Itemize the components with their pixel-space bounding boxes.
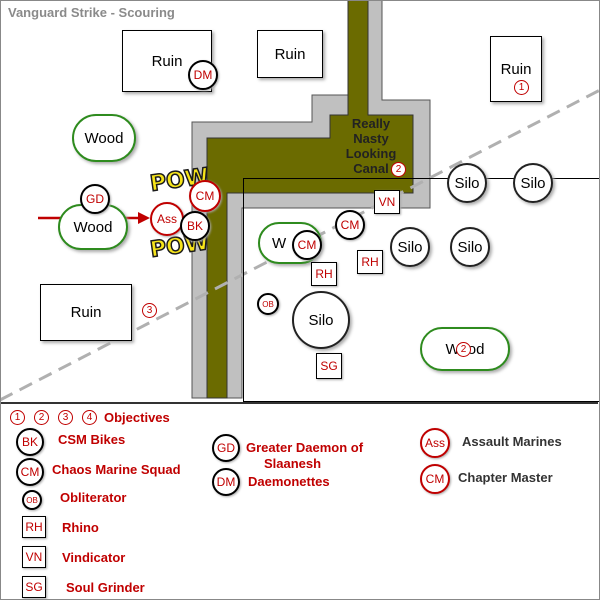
legend-dm-label: Daemonettes	[248, 474, 330, 489]
legend-dm-icon: DM	[212, 468, 240, 496]
silo-label: Silo	[520, 174, 546, 192]
legend-rh-icon: RH	[22, 516, 46, 538]
legend-gd-icon: GD	[212, 434, 240, 462]
silo-big: Silo	[292, 291, 350, 349]
silo-label: Silo	[397, 238, 423, 256]
legend-cm2-label: Chapter Master	[458, 470, 553, 485]
ruin-label: Ruin	[274, 45, 306, 63]
ruin-label: Ruin	[70, 304, 102, 321]
canal-water	[206, 0, 414, 399]
canal-border	[191, 0, 431, 399]
objective-2-canal: 2	[391, 162, 406, 177]
objective-3: 3	[142, 303, 157, 318]
unit-vn: VN	[374, 190, 400, 214]
unit-ob: OB	[257, 293, 279, 315]
unit-ass: Ass	[150, 202, 184, 236]
unit-rh-2: RH	[357, 250, 383, 274]
ruin-top-middle: Ruin	[257, 30, 323, 78]
canal-line: Really	[351, 116, 391, 131]
ruin-label: Ruin	[151, 52, 183, 70]
legend-objectives-label: Objectives	[104, 410, 170, 425]
canal-line: Looking	[345, 146, 397, 161]
legend-cm-icon: CM	[16, 458, 44, 486]
silo-label: Silo	[454, 174, 480, 192]
unit-cm-2: CM	[292, 230, 322, 260]
legend-rh-label: Rhino	[62, 520, 99, 535]
legend-ass-icon: Ass	[420, 428, 450, 458]
legend-sg-label: Soul Grinder	[66, 580, 145, 595]
wood-top-left: Wood	[72, 114, 136, 162]
legend-objective-1: 1	[10, 410, 25, 425]
objective-2-wood: 2	[456, 342, 471, 357]
unit-bk: BK	[180, 211, 210, 241]
legend-objective-4: 4	[82, 410, 97, 425]
legend-objective-3: 3	[58, 410, 73, 425]
wood-label: Wood	[73, 218, 113, 236]
silo-2: Silo	[513, 163, 553, 203]
objective-1: 1	[514, 80, 529, 95]
canal-line: Nasty	[353, 131, 389, 146]
silo-label: Silo	[308, 311, 334, 329]
legend-vn-label: Vindicator	[62, 550, 126, 565]
legend-cm2-icon: CM	[420, 464, 450, 494]
wood-label: Wood	[84, 129, 124, 147]
legend-vn-icon: VN	[22, 546, 46, 568]
legend-objective-2: 2	[34, 410, 49, 425]
silo-1: Silo	[447, 163, 487, 203]
legend-bk-label: CSM Bikes	[58, 432, 126, 447]
silo-4: Silo	[450, 227, 490, 267]
ruin-left: Ruin	[40, 284, 132, 341]
legend-ob-icon: OB	[22, 490, 42, 510]
legend-sg-icon: SG	[22, 576, 46, 598]
assault-arrow-head	[138, 212, 150, 224]
canal-label: Really Nasty Looking Canal	[340, 116, 402, 176]
unit-cm-1: CM	[335, 210, 365, 240]
canal-line: Canal	[353, 161, 389, 176]
unit-gd: GD	[80, 184, 110, 214]
unit-cm-chapter-master: CM	[189, 180, 221, 212]
legend-ass-label: Assault Marines	[462, 434, 562, 449]
unit-sg: SG	[316, 353, 342, 379]
unit-dm: DM	[188, 60, 218, 90]
unit-rh-1: RH	[311, 262, 337, 286]
ruin-label: Ruin	[500, 60, 532, 78]
legend-gd-label-1: Greater Daemon of	[246, 440, 364, 455]
legend: 1 2 3 4 Objectives BK CSM Bikes CM Chaos…	[0, 402, 598, 600]
silo-label: Silo	[457, 238, 483, 256]
legend-bk-icon: BK	[16, 428, 44, 456]
legend-cm-label: Chaos Marine Squad	[52, 462, 181, 477]
legend-ob-label: Obliterator	[60, 490, 127, 505]
wood-label: W	[272, 234, 287, 252]
map-title: Vanguard Strike - Scouring	[8, 5, 175, 20]
legend-gd-label-2: Slaanesh	[264, 456, 322, 471]
silo-3: Silo	[390, 227, 430, 267]
